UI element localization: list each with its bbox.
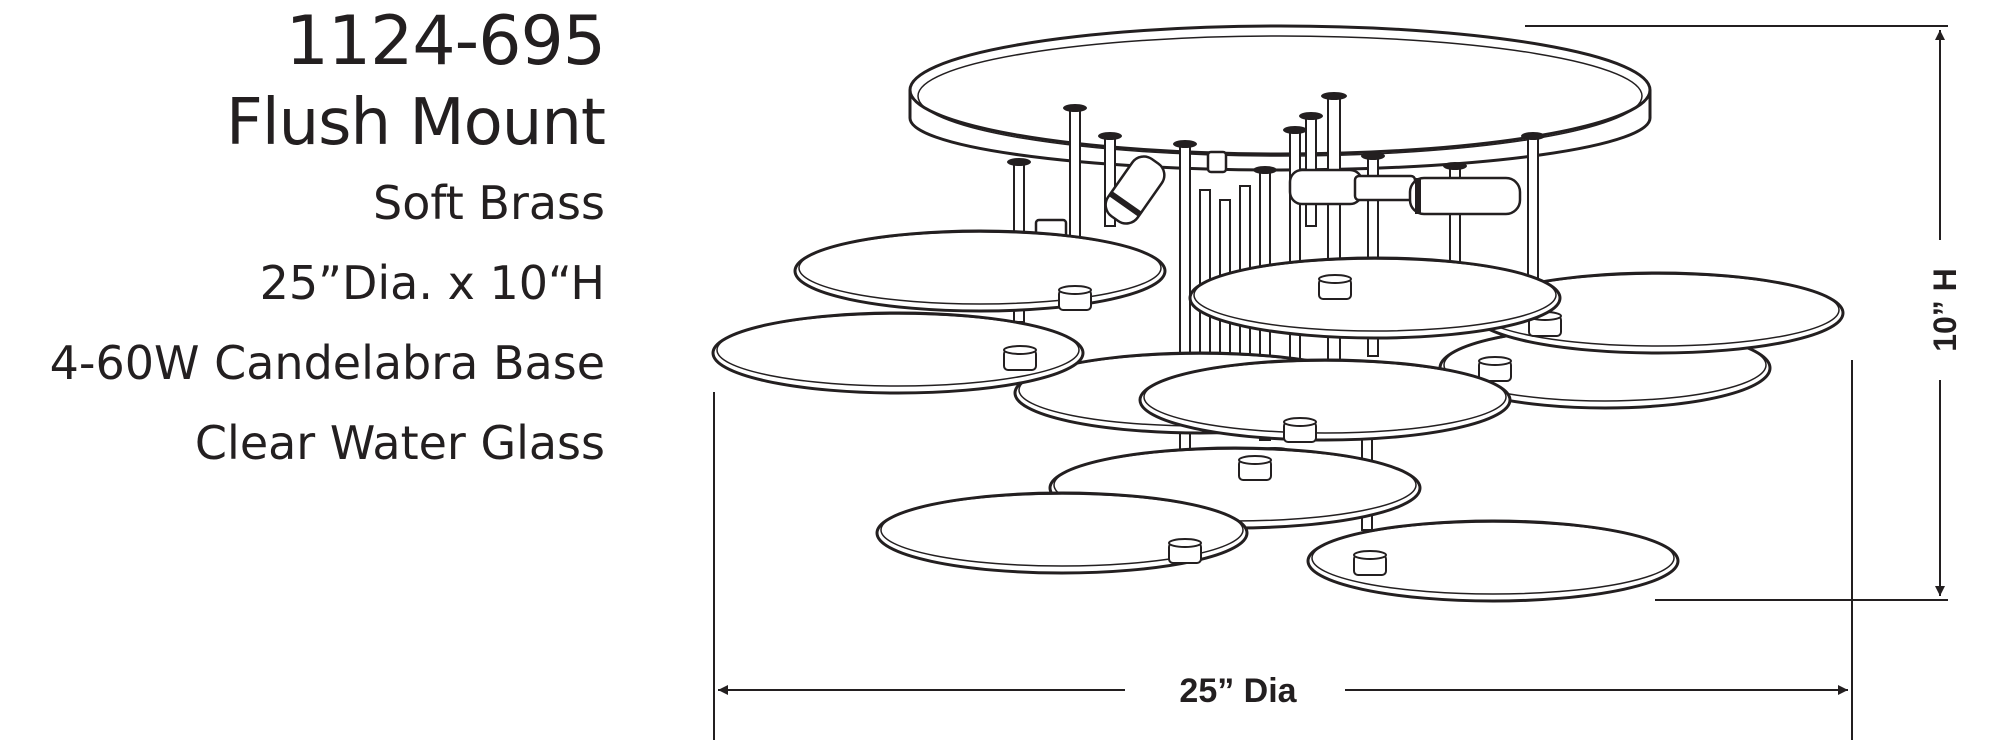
glass-disc xyxy=(875,491,1249,575)
glass-disc xyxy=(1188,256,1562,340)
rod-caps xyxy=(1007,92,1545,174)
height-dimension-label: 10” H xyxy=(1927,268,1963,352)
glass-disc xyxy=(1138,358,1512,443)
canopy xyxy=(908,24,1652,172)
glass-disc xyxy=(1306,519,1680,603)
width-dimension-label: 25” Dia xyxy=(1179,672,1297,710)
size-spec: 25”Dia. x 10“H xyxy=(259,256,605,310)
glass-spec: Clear Water Glass xyxy=(194,416,605,470)
product-title: Flush Mount xyxy=(226,86,606,160)
glass-disc xyxy=(793,229,1167,313)
lamping-spec: 4-60W Candelabra Base xyxy=(49,336,605,390)
dimension-lines xyxy=(713,25,1948,740)
model-number: 1124-695 xyxy=(285,2,606,81)
finish-spec: Soft Brass xyxy=(373,176,605,230)
glass-disc xyxy=(711,311,1085,395)
glass-discs xyxy=(711,229,1845,603)
sockets xyxy=(1034,150,1522,240)
